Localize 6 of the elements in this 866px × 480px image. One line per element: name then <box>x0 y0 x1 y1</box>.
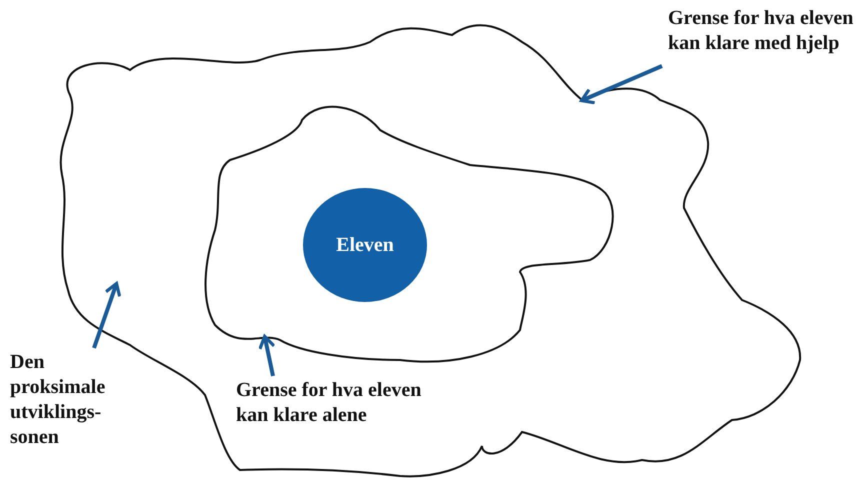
leader-arrow <box>92 282 122 349</box>
zone-note: Den proksimale utviklings- sonen <box>10 350 130 450</box>
boundary-note: Grense for hva eleven kan klare med hjelp <box>668 6 858 56</box>
leader-arrow <box>258 334 276 376</box>
boundary-note: Grense for hva eleven kan klare alene <box>236 378 426 428</box>
leader-arrow <box>580 64 663 104</box>
